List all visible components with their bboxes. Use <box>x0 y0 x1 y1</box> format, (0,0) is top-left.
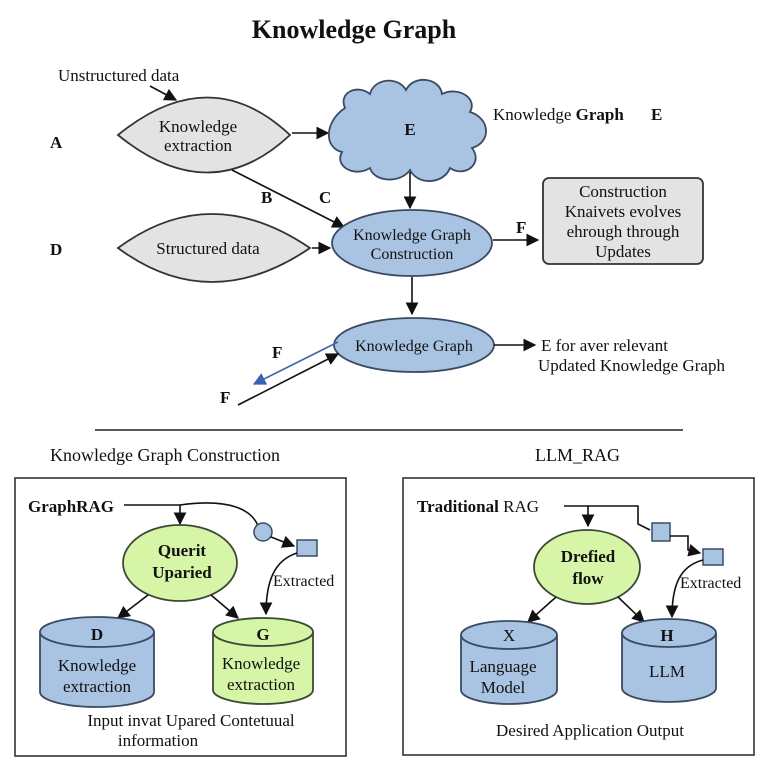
trad-db-left-letter: X <box>503 626 515 645</box>
graphrag-db-left-line2: extraction <box>63 677 131 696</box>
trad-db-left-line2: Model <box>481 678 526 697</box>
trad-rag-title-part1: Traditional <box>417 497 499 516</box>
structured-data-node <box>116 213 312 283</box>
trad-rag-panel <box>402 477 755 756</box>
cloud-caption-part2: Graph <box>576 105 625 124</box>
cloud-caption-letter-e: E <box>651 105 662 124</box>
graphrag-db-right <box>212 617 314 705</box>
updates-box-line: ehrough through <box>567 222 680 241</box>
updates-box-line: Construction <box>579 182 667 201</box>
trad-entity-square-2 <box>702 548 724 566</box>
letter-b: B <box>261 188 272 207</box>
updates-box-line: Updates <box>595 242 651 261</box>
trad-extracted-label: Extracted <box>680 575 741 592</box>
graphrag-db-right-line1: Knowledge <box>222 654 300 673</box>
unstructured-data-label: Unstructured data <box>58 66 180 85</box>
trad-caption: Desired Application Output <box>496 721 684 740</box>
graphrag-db-left <box>39 616 155 708</box>
graphrag-panel <box>14 477 347 757</box>
graphrag-edge-title-to-query <box>124 504 187 526</box>
graphrag-extracted-label: Extracted <box>273 573 334 590</box>
graphrag-db-left-letter: D <box>91 625 103 644</box>
graphrag-db-right-line2: extraction <box>227 675 295 694</box>
trad-rag-title: Traditional RAG <box>417 497 539 516</box>
kg-construction-line2: Construction <box>371 246 454 263</box>
trad-flow-line2: flow <box>572 569 604 588</box>
letter-f-mid: F <box>272 343 282 362</box>
cloud-letter-e: E <box>404 120 415 139</box>
trad-edge-title-to-flow <box>564 505 595 528</box>
graphrag-edge-to-circle <box>179 502 259 527</box>
trad-flow-node <box>533 529 641 605</box>
cloud-caption: Knowledge Graph <box>493 105 624 124</box>
kg-output-line1: E for aver relevant <box>541 336 668 355</box>
letter-a: A <box>50 133 63 152</box>
letter-c: C <box>319 188 331 207</box>
trad-db-right-letter: H <box>660 626 673 645</box>
trad-edge-to-square1 <box>588 505 651 531</box>
trad-rag-title-part2: RAG <box>499 497 539 516</box>
trad-edge-extracted <box>665 559 704 619</box>
edge-kg-feedback-blue <box>252 341 339 385</box>
knowledge-graph-label: Knowledge Graph <box>355 338 473 355</box>
structured-data-label: Structured data <box>156 239 260 258</box>
graphrag-entity-circle <box>253 522 273 542</box>
trad-edge-flow-to-db-left <box>527 596 557 623</box>
trad-edge-flow-to-db-right <box>617 596 645 623</box>
right-section-heading: LLM_RAG <box>535 445 620 465</box>
graphrag-caption-line1: Input invat Upared Contetuual <box>87 711 295 730</box>
trad-entity-square-1 <box>651 522 671 542</box>
trad-db-right-line1: LLM <box>649 662 685 681</box>
trad-db-left-line1: Language <box>469 657 536 676</box>
updates-box-line: Knaivets evolves <box>565 202 682 221</box>
graphrag-entity-square <box>296 539 318 557</box>
edge-unstructured-to-extraction <box>149 85 178 101</box>
graphrag-caption-line2: information <box>118 731 199 750</box>
graphrag-edge-extracted <box>259 552 298 616</box>
graphrag-edge-circle-to-square <box>270 535 296 548</box>
diagram-title: Knowledge Graph <box>252 15 457 44</box>
graphrag-edge-query-to-db-left <box>116 594 149 619</box>
cloud-caption-part1: Knowledge <box>493 105 576 124</box>
kg-construction-node <box>331 209 493 277</box>
trad-edge-square1-to-square2 <box>670 535 702 557</box>
graphrag-title: GraphRAG <box>28 497 114 516</box>
letter-f-top: F <box>516 218 526 237</box>
graphrag-query-line2: Uparied <box>152 563 212 582</box>
knowledge-extraction-node <box>116 96 292 174</box>
updates-box <box>542 177 704 265</box>
knowledge-graph-cloud <box>328 79 487 182</box>
left-section-heading: Knowledge Graph Construction <box>50 445 280 465</box>
trad-db-right <box>621 618 717 703</box>
knowledge-extraction-line2: extraction <box>164 136 232 155</box>
graphrag-query-node <box>122 524 238 602</box>
letter-d: D <box>50 240 62 259</box>
trad-flow-line1: Drefied <box>561 547 616 566</box>
graphrag-edge-query-to-db-right <box>210 594 239 619</box>
trad-db-left <box>460 620 558 705</box>
graphrag-db-left-line1: Knowledge <box>58 656 136 675</box>
knowledge-extraction-line1: Knowledge <box>159 117 237 136</box>
kg-construction-line1: Knowledge Graph <box>353 227 471 244</box>
edge-into-kg <box>237 353 340 406</box>
letter-f-low: F <box>220 388 230 407</box>
edge-extraction-to-construction <box>231 169 346 228</box>
graphrag-query-line1: Querit <box>158 541 206 560</box>
kg-output-line2: Updated Knowledge Graph <box>538 356 725 375</box>
graphrag-db-right-letter: G <box>256 625 269 644</box>
